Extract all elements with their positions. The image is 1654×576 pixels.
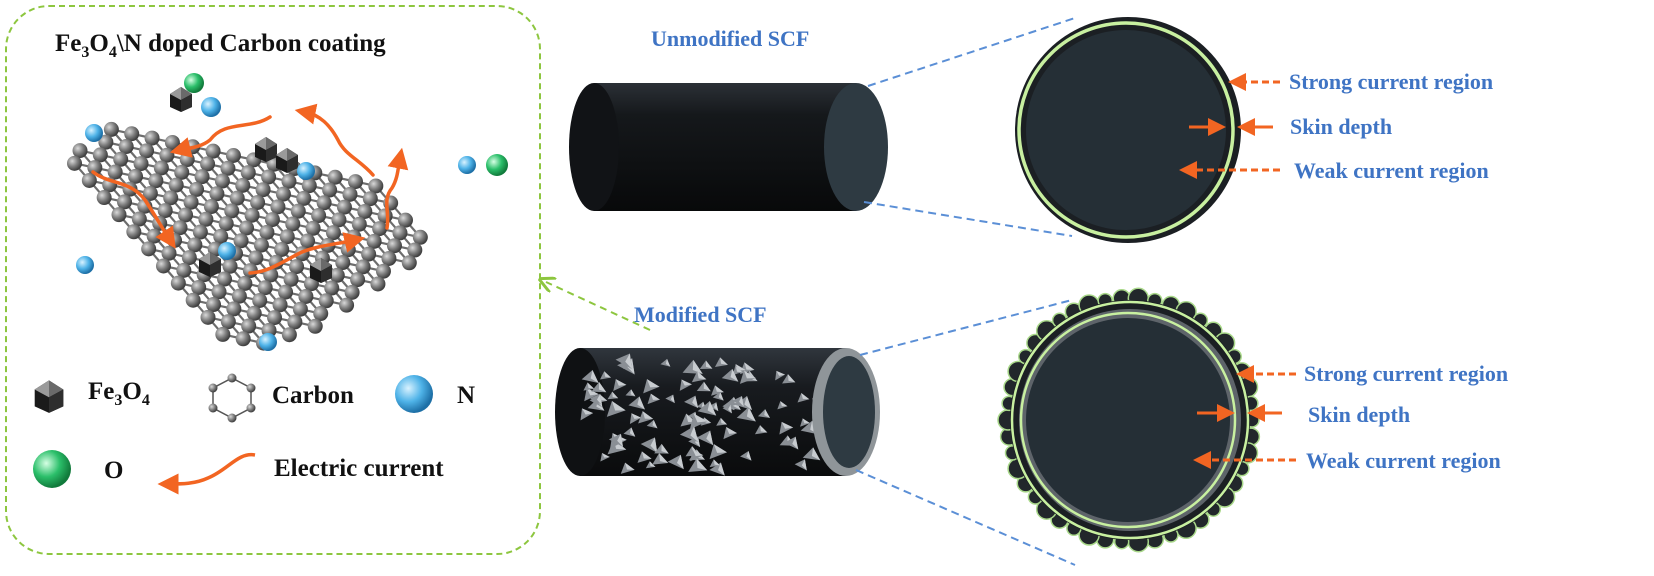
- bottom-weak-region-label: Weak current region: [1306, 448, 1501, 473]
- bottom-skin-depth-label: Skin depth: [1308, 402, 1411, 427]
- legend-nitrogen-label: N: [457, 382, 476, 409]
- nitrogen-doped-carbon-panel: [5, 5, 541, 555]
- bottom-strong-region-label: Strong current region: [1304, 361, 1509, 386]
- top-weak-region-label: Weak current region: [1294, 158, 1489, 183]
- lattice-dopant-atoms: [76, 73, 508, 351]
- legend-carbon-label: Carbon: [272, 382, 354, 409]
- electric-current-arrow-icon: [157, 453, 256, 495]
- modified-fiber: [555, 348, 880, 476]
- panel-title: Fe3O4\N doped Carbon coating: [55, 30, 386, 61]
- nitrogen-atom-icon: [395, 375, 433, 413]
- carbon-ring-icon: [208, 373, 256, 423]
- legend-oxygen-label: O: [104, 457, 124, 484]
- unmodified-cross-section: [1015, 17, 1241, 243]
- legend-fe3o4-label: Fe3O4: [88, 378, 150, 409]
- top-strong-region-label: Strong current region: [1289, 69, 1494, 94]
- unmodified-scf-label: Unmodified SCF: [651, 26, 810, 51]
- graphene-lattice: [67, 121, 428, 351]
- projection-lines: [855, 17, 1076, 566]
- unmodified-fiber: [569, 83, 888, 211]
- bottom-region-arrows: [1193, 365, 1296, 469]
- oxygen-atom-icon: [33, 450, 71, 488]
- top-skin-depth-label: Skin depth: [1290, 114, 1393, 139]
- top-region-arrows: [1179, 73, 1280, 179]
- modified-scf-label: Modified SCF: [634, 302, 767, 327]
- lattice-current-arrows: [91, 103, 409, 275]
- legend-current-label: Electric current: [274, 455, 444, 482]
- modified-cross-section: [997, 287, 1261, 553]
